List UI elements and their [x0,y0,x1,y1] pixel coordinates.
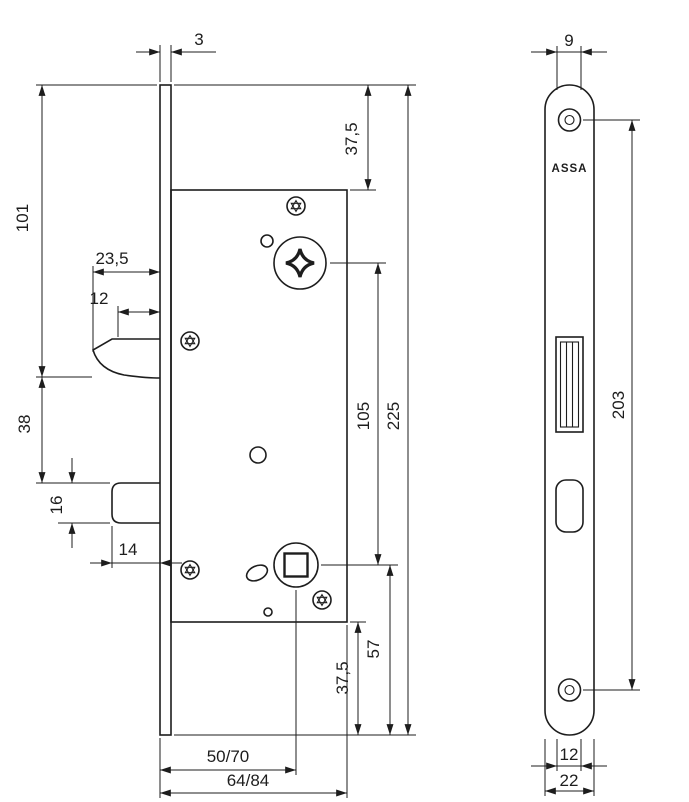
dim-bolt-throw: 14 [119,540,138,559]
lock-case [170,189,348,623]
dim-hub-to-cylinder: 105 [354,402,373,430]
dim-faceplate-thickness: 3 [194,30,203,49]
dim-latch-bevel: 12 [90,289,109,308]
deadbolt-aperture [555,479,584,533]
dim-case-to-bottom: 37,5 [333,661,352,694]
pin-hole [260,234,274,248]
dim-top-to-case: 37,5 [342,122,361,155]
faceplate-features: ASSA [552,108,588,702]
latch-bolt [92,338,161,379]
latch-slot [555,336,584,433]
small-hole [263,607,273,617]
faceplate-outline [544,84,595,736]
dim-inner-width: 12 [560,745,579,764]
faceplate-side [159,84,172,736]
deadbolt [111,482,160,524]
side-dimension-lines [38,48,412,797]
dim-screw-spacing: 203 [609,391,628,419]
assa-logo: ASSA [552,163,588,175]
front-extension-lines [544,46,640,796]
front-view: ASSA [531,31,640,796]
torx-screw-bottom [312,590,332,610]
dim-case-depth: 64/84 [227,771,270,790]
cylinder-square [283,552,309,578]
front-dimension-lines [531,48,636,795]
dim-top-to-latch: 101 [13,204,32,232]
side-view: 3 101 23,5 12 38 16 14 37,5 105 225 37,5… [13,30,416,798]
dim-latch-protrusion: 23,5 [95,249,128,268]
torx-screw-top [286,196,306,216]
lock-body-outline [92,84,348,736]
screw-hole-top [557,108,582,132]
faceplate-front [544,84,595,736]
screw-hole-bottom [557,678,582,702]
cylinder-hole [273,542,319,588]
front-dimension-labels: 9 203 12 22 [560,31,628,790]
spindle-follower-star [285,248,315,278]
side-dimension-labels: 3 101 23,5 12 38 16 14 37,5 105 225 37,5… [13,30,403,790]
internal-components [180,196,332,617]
dim-faceplate-width: 22 [560,771,579,790]
dim-latch-to-bolt: 38 [15,415,34,434]
center-hole [249,446,267,464]
dim-cylinder-to-bottom: 57 [364,640,383,659]
dim-latch-width: 9 [564,31,573,50]
dim-overall-length: 225 [384,402,403,430]
oval-slot [245,564,269,582]
torx-screw-left-lower [180,560,200,580]
torx-screw-left-upper [180,331,200,351]
dim-bolt-height: 16 [47,496,66,515]
spindle-hub [273,236,327,290]
dim-backset: 50/70 [207,747,250,766]
